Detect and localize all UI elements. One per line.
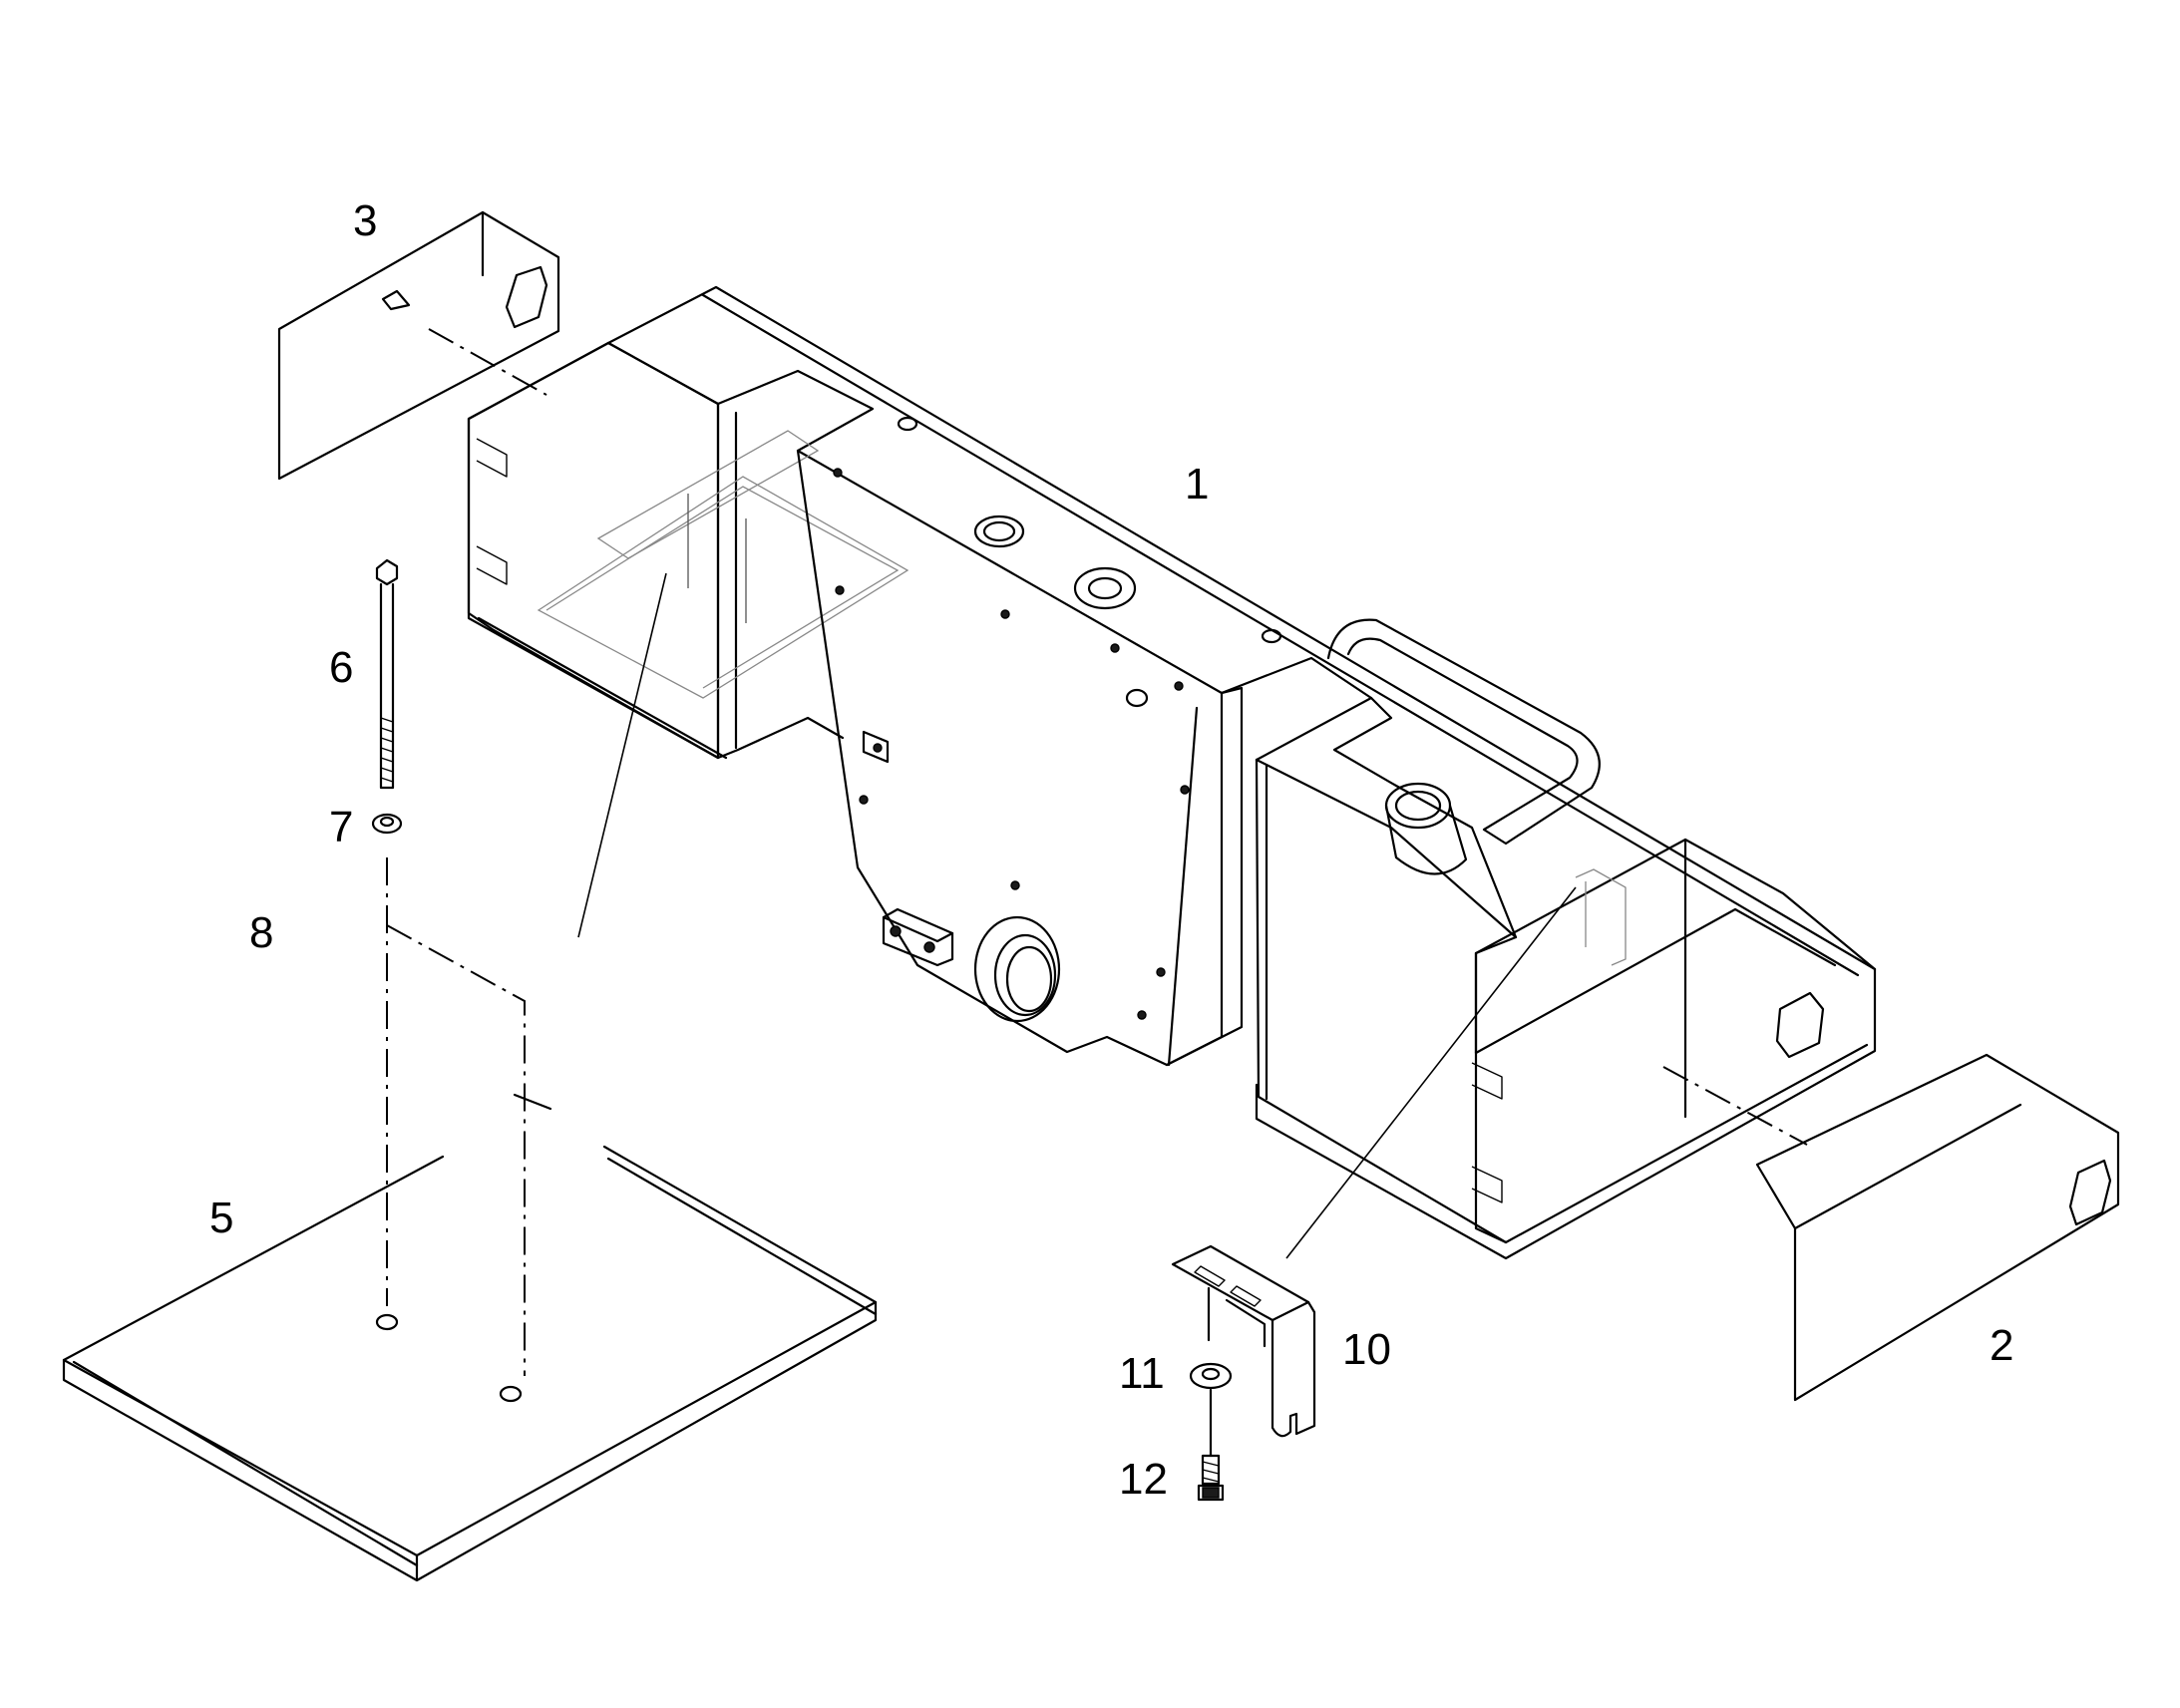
bottom-plate — [62, 1093, 878, 1582]
callout-6: 6 — [329, 643, 353, 692]
callout-1: 1 — [1185, 460, 1209, 509]
screw-12 — [1197, 1454, 1225, 1502]
long-bolt — [375, 558, 399, 790]
assembly-center-lines — [386, 572, 667, 1376]
washer-11 — [1189, 1362, 1233, 1458]
right-end-cover — [1755, 1053, 2120, 1402]
washer-7 — [371, 813, 403, 835]
callout-2: 2 — [1990, 1321, 2013, 1370]
callout-7: 7 — [329, 803, 353, 852]
mounting-bracket — [1171, 886, 1577, 1438]
callout-12: 12 — [1119, 1455, 1168, 1504]
callout-3: 3 — [353, 196, 377, 245]
callout-10: 10 — [1342, 1325, 1391, 1374]
left-end-cover — [277, 210, 560, 481]
callout-11: 11 — [1119, 1349, 1165, 1398]
callout-5: 5 — [209, 1194, 233, 1242]
main-tank-assembly — [467, 285, 1877, 1260]
callout-8: 8 — [249, 908, 273, 957]
